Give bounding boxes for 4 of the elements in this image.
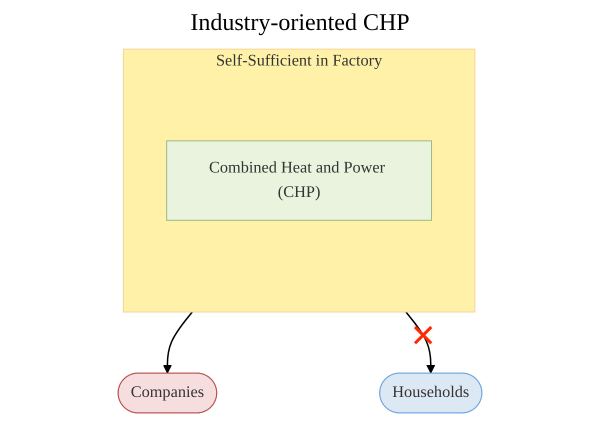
node-box: Combined Heat and Power (CHP) [166, 140, 432, 221]
diagram-title: Industry-oriented CHP [189, 10, 411, 37]
arrow [405, 312, 436, 374]
arrow [162, 312, 193, 374]
